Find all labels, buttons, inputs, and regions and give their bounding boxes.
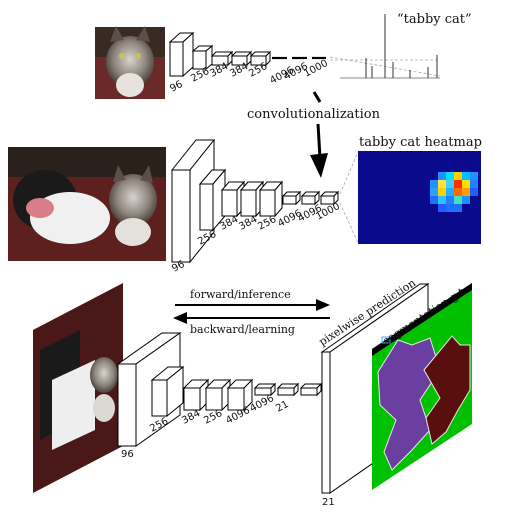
row3-layer-stack [116, 332, 323, 447]
heatmap-cell [454, 196, 462, 204]
conversion-label: convolutionalization [247, 107, 381, 122]
heatmap [358, 151, 481, 244]
heatmap-cell [462, 180, 470, 188]
heatmap-cell [470, 180, 478, 188]
heatmap-cell [446, 180, 454, 188]
heatmap-cell [454, 204, 462, 212]
heatmap-cell [438, 204, 446, 212]
heatmap-cell [462, 196, 470, 204]
heatmap-cell [462, 172, 470, 180]
heatmap-cell [438, 188, 446, 196]
heatmap-cell [470, 188, 478, 196]
heatmap-cell [446, 188, 454, 196]
heatmap-cell [446, 196, 454, 204]
row3-label-3: 256 [202, 408, 224, 427]
row1-class-scores [340, 14, 440, 79]
heatmap-cell [446, 204, 454, 212]
row3-label-2: 384 [180, 408, 202, 427]
row3-label-0: 96 [121, 449, 134, 460]
row2-layer-stack [170, 138, 340, 264]
heatmap-cell [470, 172, 478, 180]
prediction-depth-label: 21 [322, 497, 335, 508]
row1-label-0: 96 [168, 79, 184, 95]
forward-arrow [175, 299, 330, 311]
heatmap-cell [462, 188, 470, 196]
heatmap-cell [430, 188, 438, 196]
heatmap-cell [438, 180, 446, 188]
row1-output-label: “tabby cat” [397, 12, 472, 27]
row1-label-7: 1000 [302, 58, 330, 80]
row3-label-6: 21 [274, 399, 290, 415]
heatmap-cell [438, 172, 446, 180]
backward-label: backward/learning [190, 323, 295, 336]
segmentation-groundtruth [372, 283, 472, 490]
row1-layer-stack [168, 31, 272, 78]
row3-input-photo [33, 283, 123, 493]
conversion-arrow [310, 91, 328, 178]
backward-arrow [173, 312, 330, 324]
heatmap-cell [454, 172, 462, 180]
row2-connector-lines [339, 151, 359, 244]
heatmap-cell [438, 196, 446, 204]
heatmap-cell [446, 172, 454, 180]
row2-input-photo [8, 147, 166, 261]
heatmap-cell [430, 180, 438, 188]
heatmap-cell [454, 180, 462, 188]
row2-heatmap-label: tabby cat heatmap [359, 135, 482, 150]
heatmap-cell [454, 188, 462, 196]
row2-label-0: 96 [170, 259, 186, 275]
heatmap-cell [430, 196, 438, 204]
forward-label: forward/inference [190, 288, 291, 301]
row1-input-photo [95, 26, 165, 99]
